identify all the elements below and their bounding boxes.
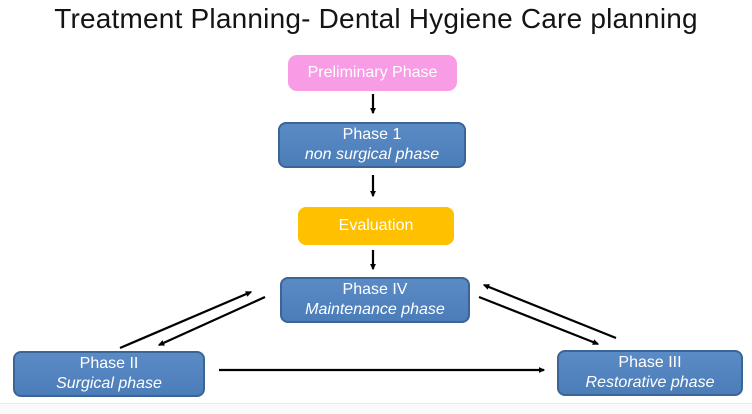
node-evaluation-label: Evaluation xyxy=(338,217,414,234)
node-phase-3-title: Phase III xyxy=(618,354,682,371)
node-phase-4-subtitle: Maintenance phase xyxy=(305,301,445,318)
node-phase-4-title: Phase IV xyxy=(342,281,408,298)
page-title: Treatment Planning- Dental Hygiene Care … xyxy=(54,3,698,34)
arrow-phase4-to-phase2 xyxy=(157,295,266,347)
node-phase-1-title: Phase 1 xyxy=(342,126,402,143)
arrow-phase4-to-phase3 xyxy=(478,295,600,346)
node-preliminary-phase-label: Preliminary Phase xyxy=(307,64,438,81)
node-phase-1: Phase 1 non surgical phase xyxy=(278,122,466,168)
node-evaluation: Evaluation xyxy=(298,207,454,245)
node-phase-1-subtitle: non surgical phase xyxy=(304,146,440,163)
node-phase-3: Phase III Restorative phase xyxy=(557,350,743,396)
node-preliminary-phase: Preliminary Phase xyxy=(288,55,457,91)
arrow-phase3-to-phase4 xyxy=(482,283,617,340)
node-phase-2-title: Phase II xyxy=(79,355,139,372)
slide-bottom-edge xyxy=(0,403,752,414)
node-phase-2-subtitle: Surgical phase xyxy=(56,375,162,392)
node-phase-3-subtitle: Restorative phase xyxy=(585,374,715,391)
node-phase-4: Phase IV Maintenance phase xyxy=(280,277,470,323)
arrow-phase2-to-phase4 xyxy=(119,290,253,350)
node-phase-2: Phase II Surgical phase xyxy=(13,351,205,397)
